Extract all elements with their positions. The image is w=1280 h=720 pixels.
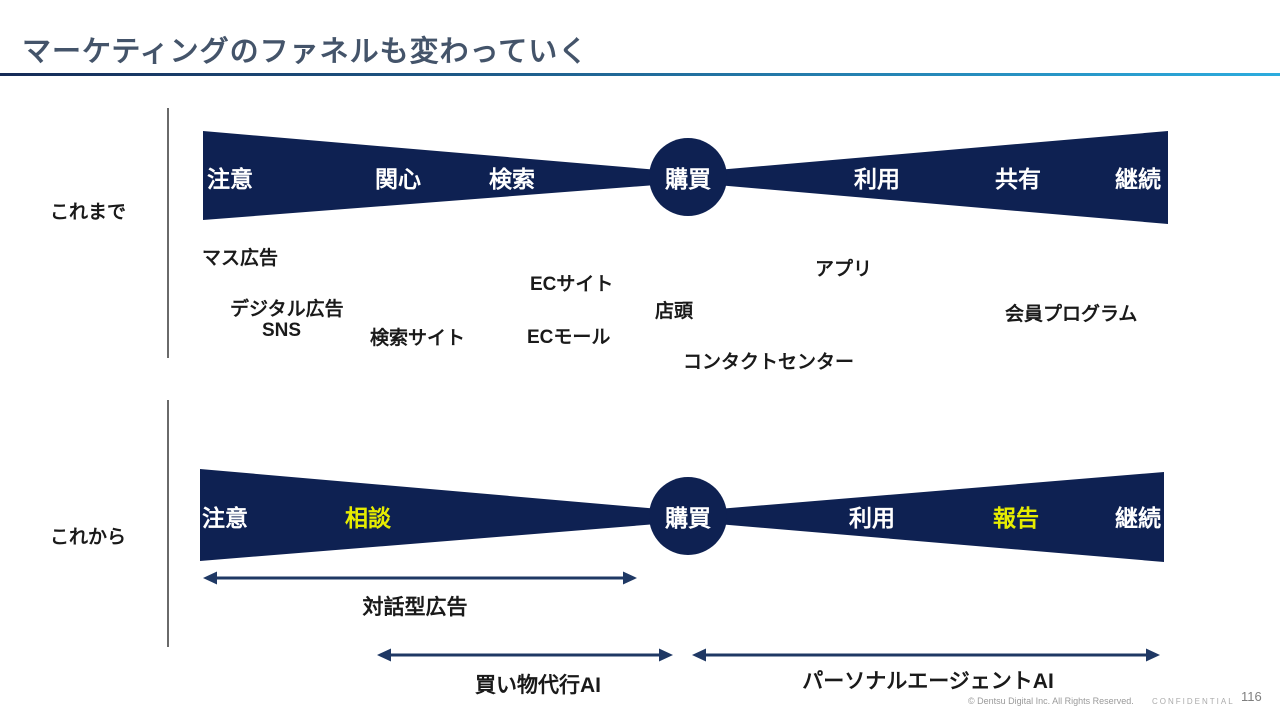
stage-after-continue: 継続	[1115, 505, 1161, 531]
section-label-before: これまで	[50, 202, 127, 223]
footer-page-number: 116	[1241, 689, 1262, 704]
channel-ec-site: ECサイト	[530, 274, 614, 295]
arrow-personal-agent-ai	[692, 648, 1160, 662]
stage-before-use: 利用	[854, 166, 900, 192]
footer-confidential: CONFIDENTIAL	[1152, 697, 1235, 706]
stage-before-purchase: 購買	[665, 166, 711, 192]
channel-sns: SNS	[262, 320, 302, 341]
channel-contact-center: コンタクトセンター	[683, 352, 855, 373]
funnel-before-left-shape	[203, 131, 688, 220]
stage-after-purchase: 購買	[665, 505, 711, 531]
channel-mass-ads: マス広告	[202, 248, 279, 269]
stage-after-use: 利用	[849, 505, 895, 531]
channel-app: アプリ	[815, 259, 873, 280]
funnel-after-right-shape	[688, 472, 1164, 562]
stage-before-interest: 関心	[375, 166, 421, 192]
section-label-after: これから	[50, 527, 127, 548]
stage-before-share: 共有	[995, 166, 1041, 192]
channel-ec-mall: ECモール	[527, 327, 611, 348]
stage-after-consult: 相談	[345, 505, 391, 531]
page-title: マーケティングのファネルも変わっていく	[22, 36, 589, 68]
funnel-after-left-shape	[200, 469, 688, 561]
label-conversational-ads: 対話型広告	[362, 596, 468, 619]
stage-after-attention: 注意	[202, 505, 248, 531]
funnel-before-purchase-circle	[649, 138, 727, 216]
title-underline	[0, 73, 1280, 76]
label-shopping-agent-ai: 買い物代行AI	[475, 674, 601, 697]
funnel-before-right-shape	[688, 131, 1168, 224]
channel-digital-ads: デジタル広告	[230, 299, 344, 320]
footer-copyright: © Dentsu Digital Inc. All Rights Reserve…	[968, 696, 1134, 706]
channel-store: 店頭	[655, 301, 694, 322]
arrow-shopping-agent-ai	[377, 648, 673, 662]
stage-before-continue: 継続	[1115, 166, 1161, 192]
stage-after-report: 報告	[993, 505, 1039, 531]
channel-membership-program: 会員プログラム	[1005, 304, 1138, 325]
stage-before-search: 検索	[489, 166, 535, 192]
label-personal-agent-ai: パーソナルエージェントAI	[802, 670, 1054, 693]
stage-before-attention: 注意	[207, 166, 253, 192]
channel-search-sites: 検索サイト	[370, 328, 466, 349]
funnel-after-purchase-circle	[649, 477, 727, 555]
arrow-conversational-ads	[203, 571, 637, 585]
